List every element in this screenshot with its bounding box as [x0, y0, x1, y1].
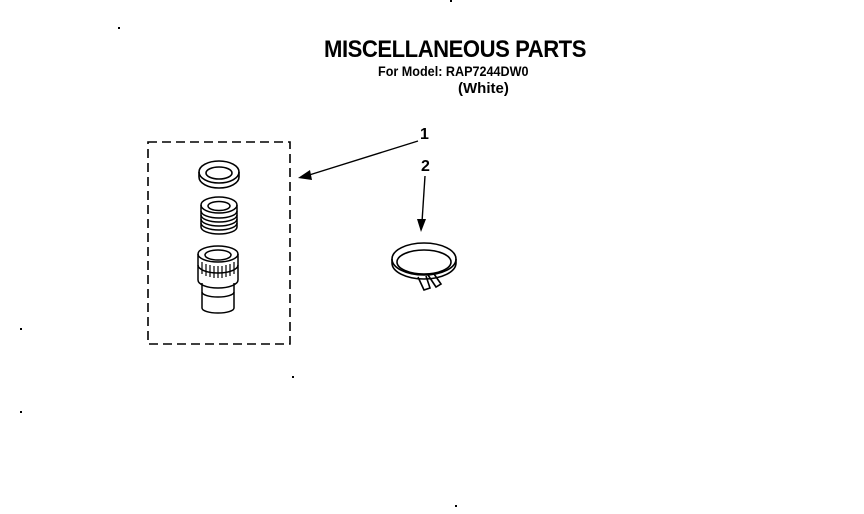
- seal-ring-part: [198, 160, 240, 189]
- callout-number-1: 1: [420, 126, 429, 143]
- coupling-part: [197, 245, 239, 314]
- hose-clamp-part: [391, 242, 457, 291]
- callout-number-2: 2: [421, 158, 430, 175]
- model-number-label: For Model: RAP7244DW0: [378, 63, 529, 79]
- kit-dashed-box: [147, 141, 291, 345]
- color-variant-label: (White): [458, 80, 509, 97]
- page-title: MISCELLANEOUS PARTS: [324, 36, 586, 63]
- threaded-adapter-part: [200, 196, 238, 235]
- scan-specks: [20, 0, 457, 507]
- callout-2-leader-arrow: [417, 175, 426, 232]
- callout-1-leader-arrow: [298, 140, 419, 180]
